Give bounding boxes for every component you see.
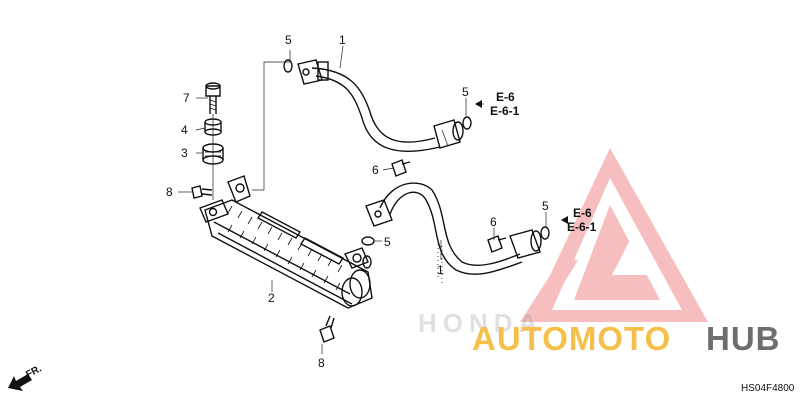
callout-8-bottom: 8: [318, 356, 325, 370]
callout-5-top: 5: [285, 33, 292, 47]
diagram-code: HS04F4800: [741, 383, 795, 394]
oil-hose-lower: [365, 182, 542, 285]
callout-4: 4: [181, 123, 188, 137]
callout-1-lower: 1: [437, 263, 444, 277]
ref-label-e6-1-top: E-6-1: [490, 104, 520, 118]
callout-6-upper: 6: [372, 163, 379, 177]
watermark-word-hub: HUB: [706, 320, 781, 357]
callout-3: 3: [181, 146, 188, 160]
watermark-logo: [520, 148, 708, 322]
watermark-wordmark: AUTOMOTO HUB: [472, 320, 781, 357]
o-ring-5-top: [283, 59, 293, 73]
front-direction-indicator: FR.: [8, 363, 44, 391]
callout-6-lower: 6: [490, 215, 497, 229]
callout-numbers: 1 1 2 3 4 5 5 5 5 6 6 7 8 8: [166, 33, 549, 370]
honda-watermark-text: HONDA: [418, 308, 543, 338]
callout-5-lower-right: 5: [542, 199, 549, 213]
ref-label-e6-top: E-6: [496, 90, 515, 104]
bolt-8-bottom: [319, 315, 335, 343]
bolt-7: [205, 82, 221, 114]
callout-5-right: 5: [462, 85, 469, 99]
o-ring-5-right: [462, 116, 472, 130]
o-ring-5-mid: [361, 236, 375, 246]
front-arrow-icon: [8, 374, 32, 391]
callout-2: 2: [268, 291, 275, 305]
svg-text:HONDA: HONDA: [418, 308, 543, 338]
callout-1-upper: 1: [339, 33, 346, 47]
callout-7: 7: [183, 91, 190, 105]
ref-label-e6-1-mid: E-6-1: [567, 220, 597, 234]
reference-labels: E-6 E-6-1 E-6 E-6-1: [490, 90, 597, 234]
bolt-8-left: [191, 185, 213, 199]
callout-8-left: 8: [166, 185, 173, 199]
leader-lines: [178, 45, 568, 354]
bolt-6-upper: [391, 159, 411, 177]
o-ring-5-lower-right: [540, 226, 550, 240]
oil-hose-upper: [297, 59, 464, 153]
bolt-6-lower: [487, 235, 507, 253]
oil-cooler: [199, 175, 373, 309]
ref-label-e6-mid: E-6: [573, 206, 592, 220]
callout-5-mid: 5: [384, 235, 391, 249]
watermark-word-automoto: AUTOMOTO: [472, 320, 671, 357]
front-label: FR.: [24, 363, 44, 380]
